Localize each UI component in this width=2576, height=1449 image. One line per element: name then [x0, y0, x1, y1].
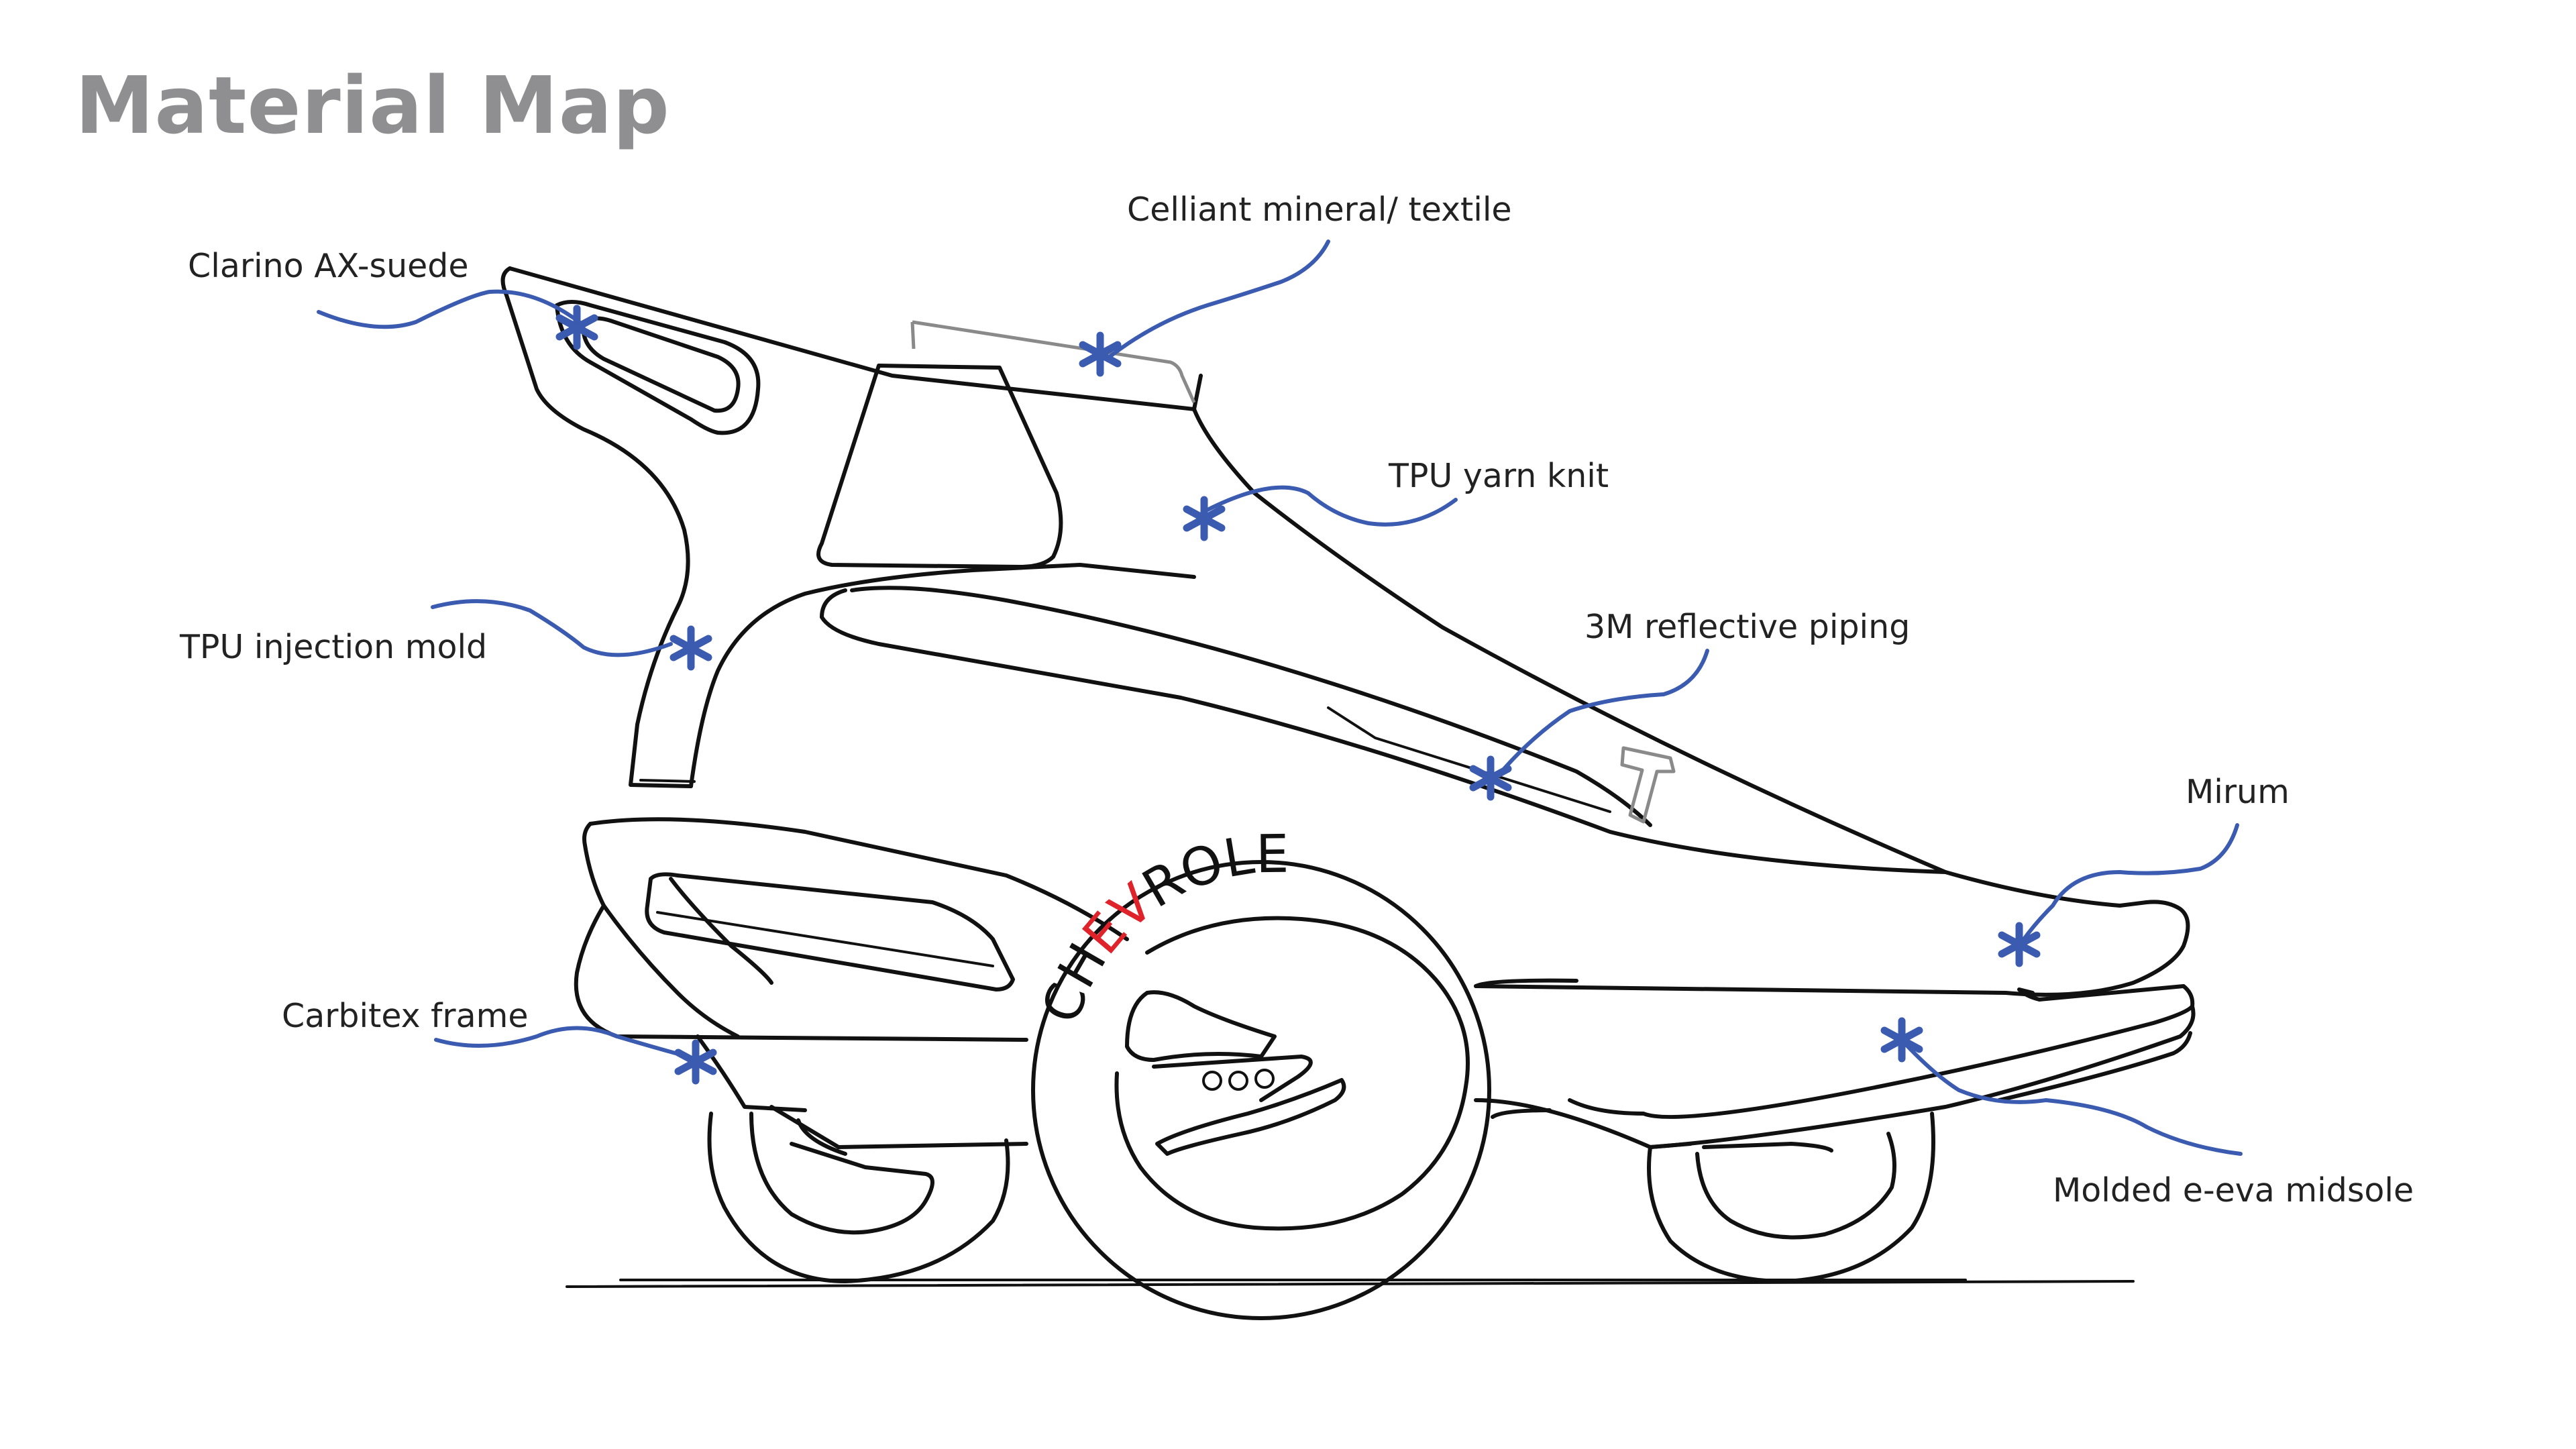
brand-suffix: ROLET — [0, 0, 1289, 920]
callout-label-reflective: 3M reflective piping — [1585, 608, 1911, 646]
marker-tpu-knit-icon — [1183, 496, 1226, 541]
marker-reflective-icon — [1469, 755, 1512, 801]
leader-clarino — [317, 289, 586, 329]
marker-clarino-icon — [555, 305, 598, 350]
marker-tpu-mold-icon — [669, 625, 712, 671]
marker-mirum-icon — [1998, 922, 2041, 967]
midsole-chassis — [574, 817, 2196, 1149]
marker-carbitex-icon — [674, 1039, 717, 1085]
leader-reflective — [1494, 649, 1709, 780]
ankle-panel — [816, 364, 1063, 569]
leader-lines — [317, 239, 2243, 1156]
callout-label-mirum: Mirum — [2186, 773, 2290, 811]
collar-strap — [910, 320, 1196, 404]
callout-label-tpu-mold: TPU injection mold — [180, 628, 488, 666]
page-title: Material Map — [75, 59, 670, 152]
front-wheel — [1647, 1112, 1935, 1283]
marker-celliant-icon — [1079, 331, 1122, 377]
marker-midsole-icon — [1880, 1017, 1923, 1063]
callout-label-tpu-knit: TPU yarn knit — [1389, 457, 1609, 495]
rear-wheel — [707, 1112, 1010, 1283]
callout-label-midsole: Molded e-eva midsole — [2053, 1171, 2414, 1210]
leader-tpu-mold — [431, 599, 673, 657]
leader-celliant — [1105, 239, 1330, 361]
callout-label-carbitex: Carbitex frame — [282, 997, 529, 1035]
ground-line — [566, 1279, 2135, 1288]
callout-label-celliant: Celliant mineral/ textile — [1127, 191, 1512, 229]
shoe-upper — [639, 407, 2149, 908]
heel-tab-shape — [500, 266, 1203, 788]
leader-mirum — [2017, 823, 2239, 948]
upper-logo-icon — [1620, 746, 1676, 824]
brand-wordmark: CHEVROLET — [0, 0, 1289, 1030]
leader-tpu-knit — [1205, 485, 1458, 527]
brand-wheel — [1031, 860, 1491, 1320]
leader-midsole — [1896, 1034, 2243, 1156]
callout-label-clarino: Clarino AX-suede — [188, 247, 469, 285]
leader-carbitex — [434, 1026, 690, 1059]
